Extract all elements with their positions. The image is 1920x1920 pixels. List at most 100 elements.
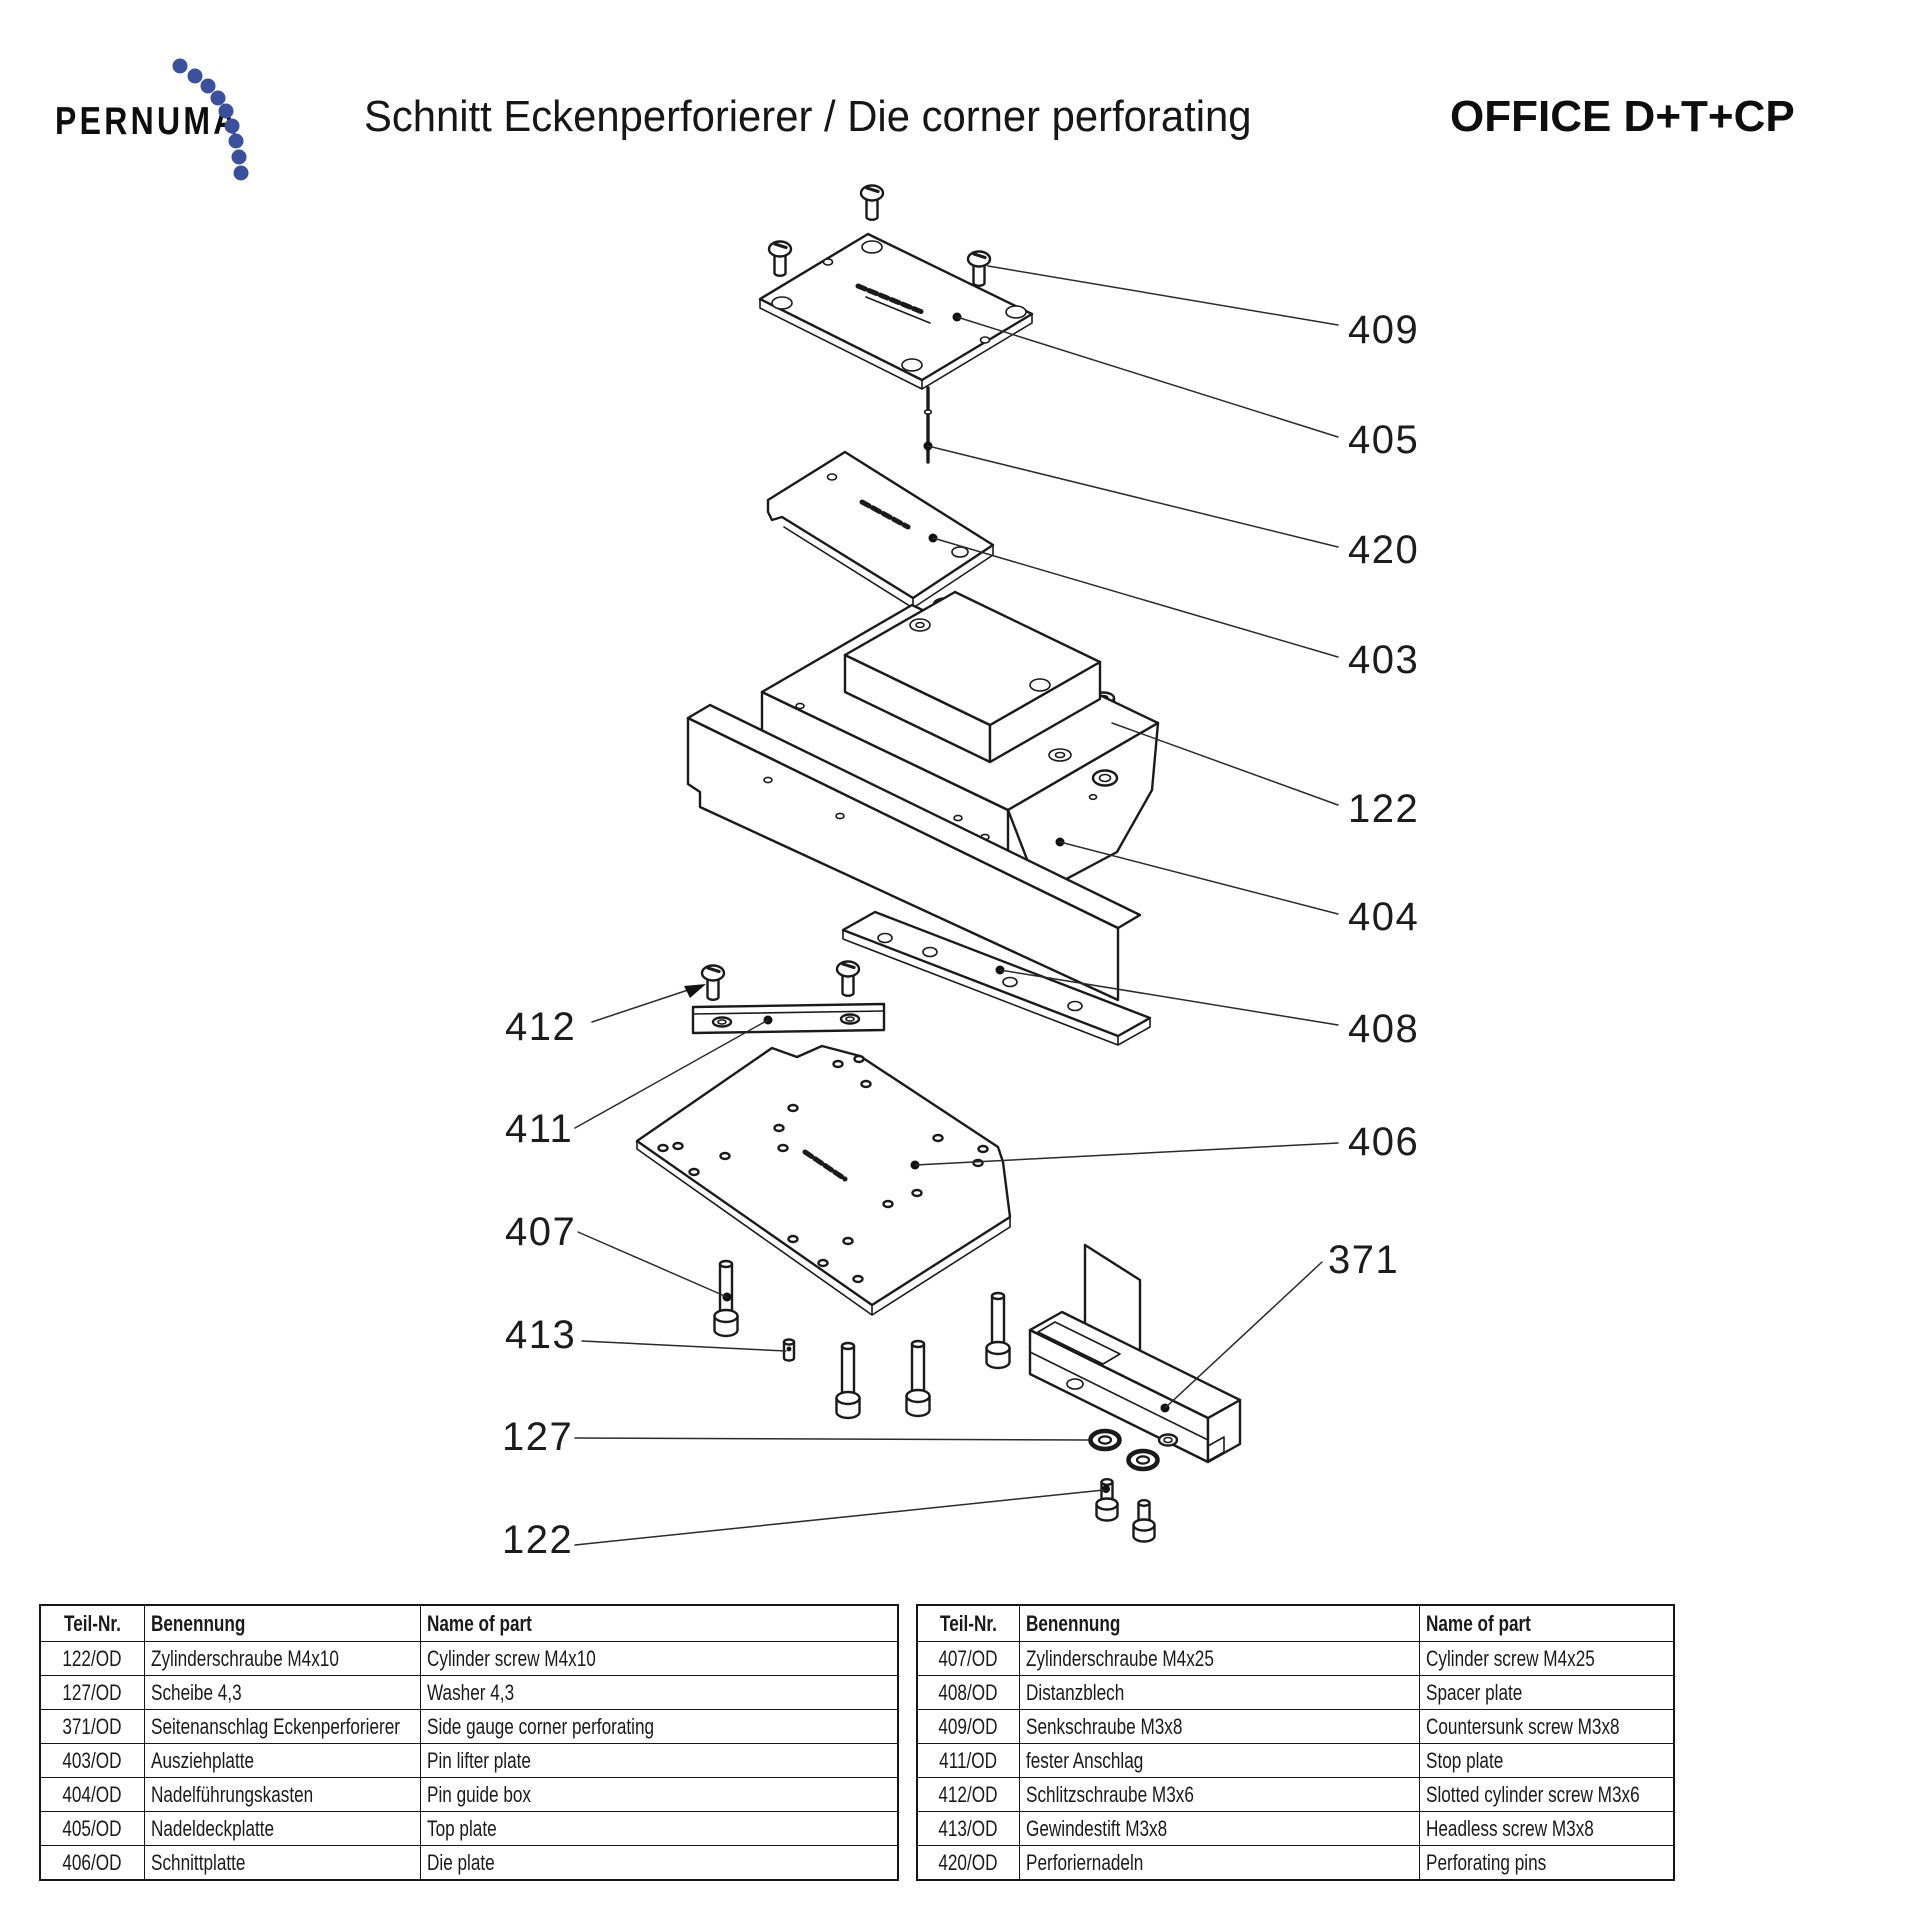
cell-teil-nr: 406/OD bbox=[39, 1845, 145, 1881]
part-row: 371/OD Seitenanschlag Eckenperforierer S… bbox=[39, 1709, 899, 1744]
part-406-die-plate bbox=[635, 1044, 1012, 1316]
part-row: 127/OD Scheibe 4,3 Washer 4,3 bbox=[39, 1675, 899, 1710]
parts-table-right: Teil-Nr. Benennung Name of part 407/OD Z… bbox=[916, 1604, 1675, 1881]
col-header-benennung: Benennung bbox=[143, 1604, 421, 1642]
cell-teil-nr: 420/OD bbox=[916, 1845, 1020, 1881]
cell-teil-nr: 412/OD bbox=[916, 1777, 1020, 1812]
part-371-side-gauge bbox=[1028, 1243, 1242, 1464]
part-405-top-plate bbox=[758, 232, 1034, 390]
part-row: 403/OD Ausziehplatte Pin lifter plate bbox=[39, 1743, 899, 1778]
cell-teil-nr: 409/OD bbox=[916, 1709, 1020, 1744]
leader-lines bbox=[574, 265, 1339, 1546]
cell-benennung: Nadeldeckplatte bbox=[143, 1811, 421, 1846]
table-header-row: Teil-Nr. Benennung Name of part bbox=[916, 1604, 1675, 1642]
part-row: 122/OD Zylinderschraube M4x10 Cylinder s… bbox=[39, 1641, 899, 1676]
part-row: 413/OD Gewindestift M3x8 Headless screw … bbox=[916, 1811, 1675, 1846]
part-row: 411/OD fester Anschlag Stop plate bbox=[916, 1743, 1675, 1778]
col-header-name-of-part: Name of part bbox=[1418, 1604, 1675, 1642]
cell-benennung: Seitenanschlag Eckenperforierer bbox=[143, 1709, 421, 1744]
parts-table-left: Teil-Nr. Benennung Name of part 122/OD Z… bbox=[39, 1604, 899, 1881]
cell-benennung: fester Anschlag bbox=[1018, 1743, 1420, 1778]
callout-409: 409 bbox=[1348, 308, 1419, 352]
cell-teil-nr: 407/OD bbox=[916, 1641, 1020, 1676]
cell-benennung: Nadelführungskasten bbox=[143, 1777, 421, 1812]
callout-406: 406 bbox=[1348, 1120, 1419, 1164]
pernuma-logo-text: PERNUMA bbox=[55, 100, 240, 143]
part-row: 407/OD Zylinderschraube M4x25 Cylinder s… bbox=[916, 1641, 1675, 1676]
part-row: 412/OD Schlitzschraube M3x6 Slotted cyli… bbox=[916, 1777, 1675, 1812]
callout-412: 412 bbox=[505, 1005, 576, 1049]
cell-teil-nr: 371/OD bbox=[39, 1709, 145, 1744]
cell-benennung: Schnittplatte bbox=[143, 1845, 421, 1881]
part-127-washers bbox=[1091, 1431, 1158, 1469]
callout-122-bottom: 122 bbox=[502, 1518, 573, 1562]
callout-404: 404 bbox=[1348, 895, 1419, 939]
cell-benennung: Scheibe 4,3 bbox=[143, 1675, 421, 1710]
col-header-teil-nr: Teil-Nr. bbox=[916, 1604, 1020, 1642]
part-403-pin-lifter-plate bbox=[766, 450, 995, 609]
cell-name-of-part: Pin lifter plate bbox=[419, 1743, 899, 1778]
cell-name-of-part: Cylinder screw M4x25 bbox=[1418, 1641, 1675, 1676]
callout-408: 408 bbox=[1348, 1007, 1419, 1051]
cell-benennung: Gewindestift M3x8 bbox=[1018, 1811, 1420, 1846]
cell-name-of-part: Washer 4,3 bbox=[419, 1675, 899, 1710]
cell-teil-nr: 413/OD bbox=[916, 1811, 1020, 1846]
product-code: OFFICE D+T+CP bbox=[1450, 92, 1795, 141]
part-412-slotted-screws bbox=[700, 959, 861, 1002]
col-header-benennung: Benennung bbox=[1018, 1604, 1420, 1642]
cell-benennung: Schlitzschraube M3x6 bbox=[1018, 1777, 1420, 1812]
cell-name-of-part: Top plate bbox=[419, 1811, 899, 1846]
callout-labels: 409 405 420 403 122 404 408 406 371 412 … bbox=[502, 308, 1419, 1562]
part-row: 405/OD Nadeldeckplatte Top plate bbox=[39, 1811, 899, 1846]
callout-122-top: 122 bbox=[1348, 787, 1419, 831]
part-row: 409/OD Senkschraube M3x8 Countersunk scr… bbox=[916, 1709, 1675, 1744]
cell-benennung: Distanzblech bbox=[1018, 1675, 1420, 1710]
part-row: 420/OD Perforiernadeln Perforating pins bbox=[916, 1845, 1675, 1881]
callout-371: 371 bbox=[1328, 1238, 1399, 1282]
cell-name-of-part: Die plate bbox=[419, 1845, 899, 1881]
col-header-name-of-part: Name of part bbox=[419, 1604, 899, 1642]
cell-name-of-part: Slotted cylinder screw M3x6 bbox=[1418, 1777, 1675, 1812]
callout-420: 420 bbox=[1348, 528, 1419, 572]
cell-teil-nr: 403/OD bbox=[39, 1743, 145, 1778]
cell-benennung: Ausziehplatte bbox=[143, 1743, 421, 1778]
part-420-perforating-pin bbox=[923, 386, 933, 464]
callout-127: 127 bbox=[502, 1415, 573, 1459]
cell-name-of-part: Spacer plate bbox=[1418, 1675, 1675, 1710]
cell-benennung: Perforiernadeln bbox=[1018, 1845, 1420, 1881]
callout-407: 407 bbox=[505, 1210, 576, 1254]
cell-name-of-part: Stop plate bbox=[1418, 1743, 1675, 1778]
cell-name-of-part: Cylinder screw M4x10 bbox=[419, 1641, 899, 1676]
col-header-teil-nr: Teil-Nr. bbox=[39, 1604, 145, 1642]
cell-name-of-part: Headless screw M3x8 bbox=[1418, 1811, 1675, 1846]
arrowhead-412 bbox=[684, 984, 706, 998]
cell-benennung: Zylinderschraube M4x10 bbox=[143, 1641, 421, 1676]
part-413-headless-screw bbox=[782, 1338, 796, 1362]
cell-benennung: Senkschraube M3x8 bbox=[1018, 1709, 1420, 1744]
part-row: 406/OD Schnittplatte Die plate bbox=[39, 1845, 899, 1881]
part-row: 404/OD Nadelführungskasten Pin guide box bbox=[39, 1777, 899, 1812]
cell-teil-nr: 122/OD bbox=[39, 1641, 145, 1676]
cell-benennung: Zylinderschraube M4x25 bbox=[1018, 1641, 1420, 1676]
cell-teil-nr: 127/OD bbox=[39, 1675, 145, 1710]
cell-name-of-part: Pin guide box bbox=[419, 1777, 899, 1812]
cell-teil-nr: 408/OD bbox=[916, 1675, 1020, 1710]
callout-403: 403 bbox=[1348, 638, 1419, 682]
part-404-pin-guide-box bbox=[686, 590, 1160, 1002]
cell-teil-nr: 404/OD bbox=[39, 1777, 145, 1812]
part-row: 408/OD Distanzblech Spacer plate bbox=[916, 1675, 1675, 1710]
table-header-row: Teil-Nr. Benennung Name of part bbox=[39, 1604, 899, 1642]
cell-teil-nr: 411/OD bbox=[916, 1743, 1020, 1778]
callout-413: 413 bbox=[505, 1313, 576, 1357]
part-408-spacer-plate bbox=[841, 910, 1152, 1046]
page-title: Schnitt Eckenperforierer / Die corner pe… bbox=[364, 92, 1252, 141]
callout-411: 411 bbox=[505, 1107, 573, 1151]
pernuma-logo-dots-icon bbox=[172, 58, 249, 181]
callout-405: 405 bbox=[1348, 418, 1419, 462]
part-411-stop-plate bbox=[691, 1002, 886, 1035]
cell-name-of-part: Countersunk screw M3x8 bbox=[1418, 1709, 1675, 1744]
cell-name-of-part: Perforating pins bbox=[1418, 1845, 1675, 1881]
cell-name-of-part: Side gauge corner perforating bbox=[419, 1709, 899, 1744]
